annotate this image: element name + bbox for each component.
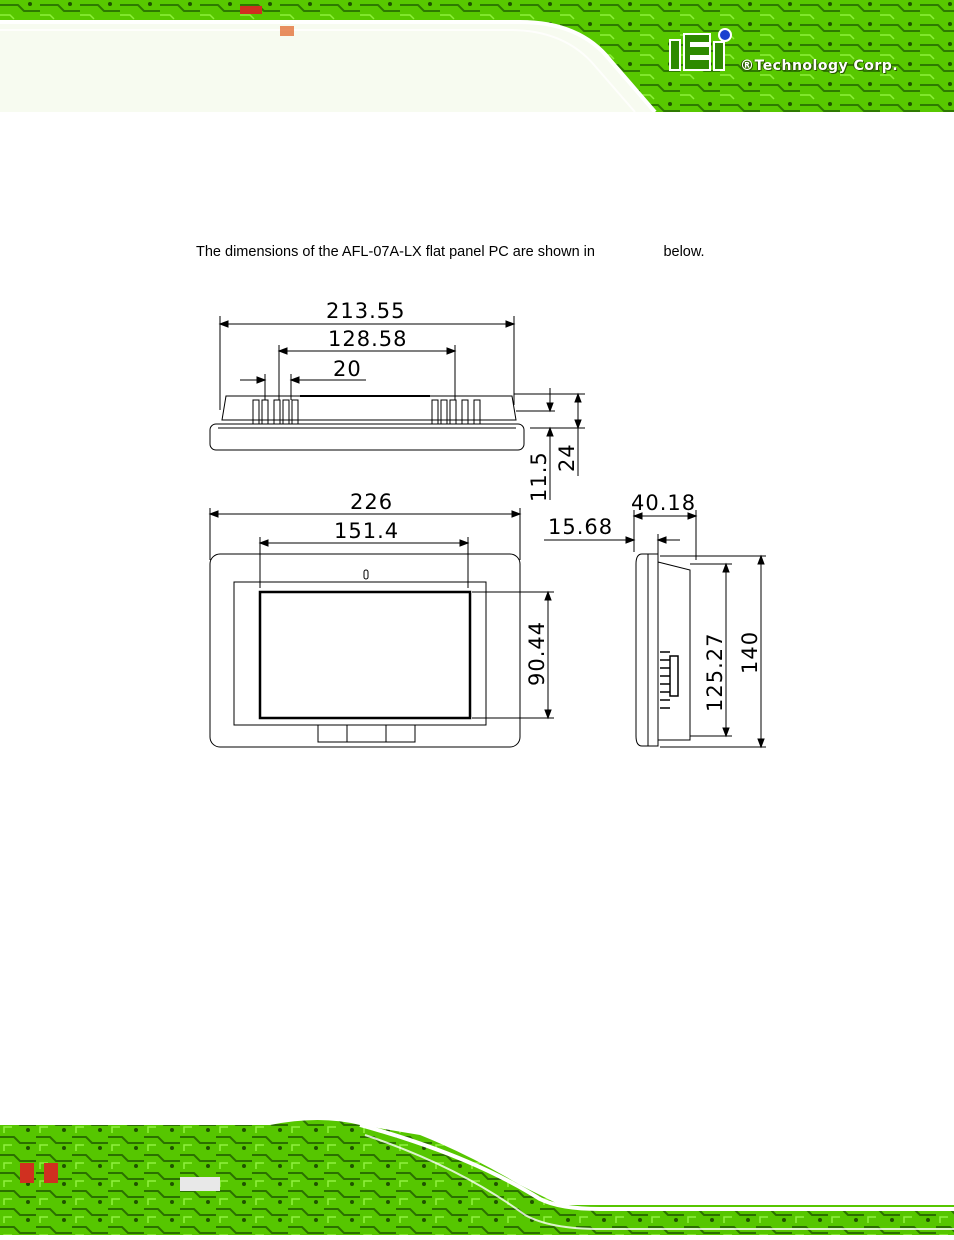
front-view: 226 151.4 90.44 bbox=[208, 490, 554, 748]
circuit-board-header-graphic bbox=[0, 0, 954, 114]
dim-front-screen-height: 90.44 bbox=[525, 621, 549, 686]
footer-banner bbox=[0, 1115, 954, 1235]
display-frame bbox=[233, 581, 487, 726]
header-banner: ®Technology Corp. bbox=[0, 0, 954, 114]
dim-side-inner-height: 125.27 bbox=[703, 633, 727, 712]
brand-text: ®Technology Corp. bbox=[740, 58, 899, 74]
dim-front-screen-width: 151.4 bbox=[334, 519, 399, 543]
dim-side-overall-height: 140 bbox=[738, 631, 762, 674]
circuit-board-footer-graphic bbox=[0, 1115, 954, 1235]
dimension-drawing: 213.55 128.58 20 bbox=[190, 290, 790, 760]
display-screen bbox=[258, 590, 472, 720]
intro-paragraph: The dimensions of the AFL-07A-LX flat pa… bbox=[196, 244, 705, 260]
side-panel bbox=[635, 553, 659, 747]
dim-top-slot-spacing: 20 bbox=[333, 357, 362, 381]
dim-side-overall-depth: 40.18 bbox=[631, 491, 696, 515]
dim-top-overall-width: 213.55 bbox=[326, 299, 405, 323]
dim-side-offset: 15.68 bbox=[548, 515, 613, 539]
front-buttons bbox=[317, 724, 416, 743]
dim-top-depth-total: 24 bbox=[555, 443, 579, 472]
dim-top-depth-small: 11.5 bbox=[527, 451, 551, 502]
top-view: 213.55 128.58 20 bbox=[209, 299, 585, 502]
company-logo bbox=[668, 28, 736, 74]
panel-bezel bbox=[209, 553, 521, 748]
side-view: 40.18 15.68 1 bbox=[544, 491, 766, 749]
dim-top-inner-width: 128.58 bbox=[328, 327, 407, 351]
dim-front-overall-width: 226 bbox=[350, 490, 393, 514]
